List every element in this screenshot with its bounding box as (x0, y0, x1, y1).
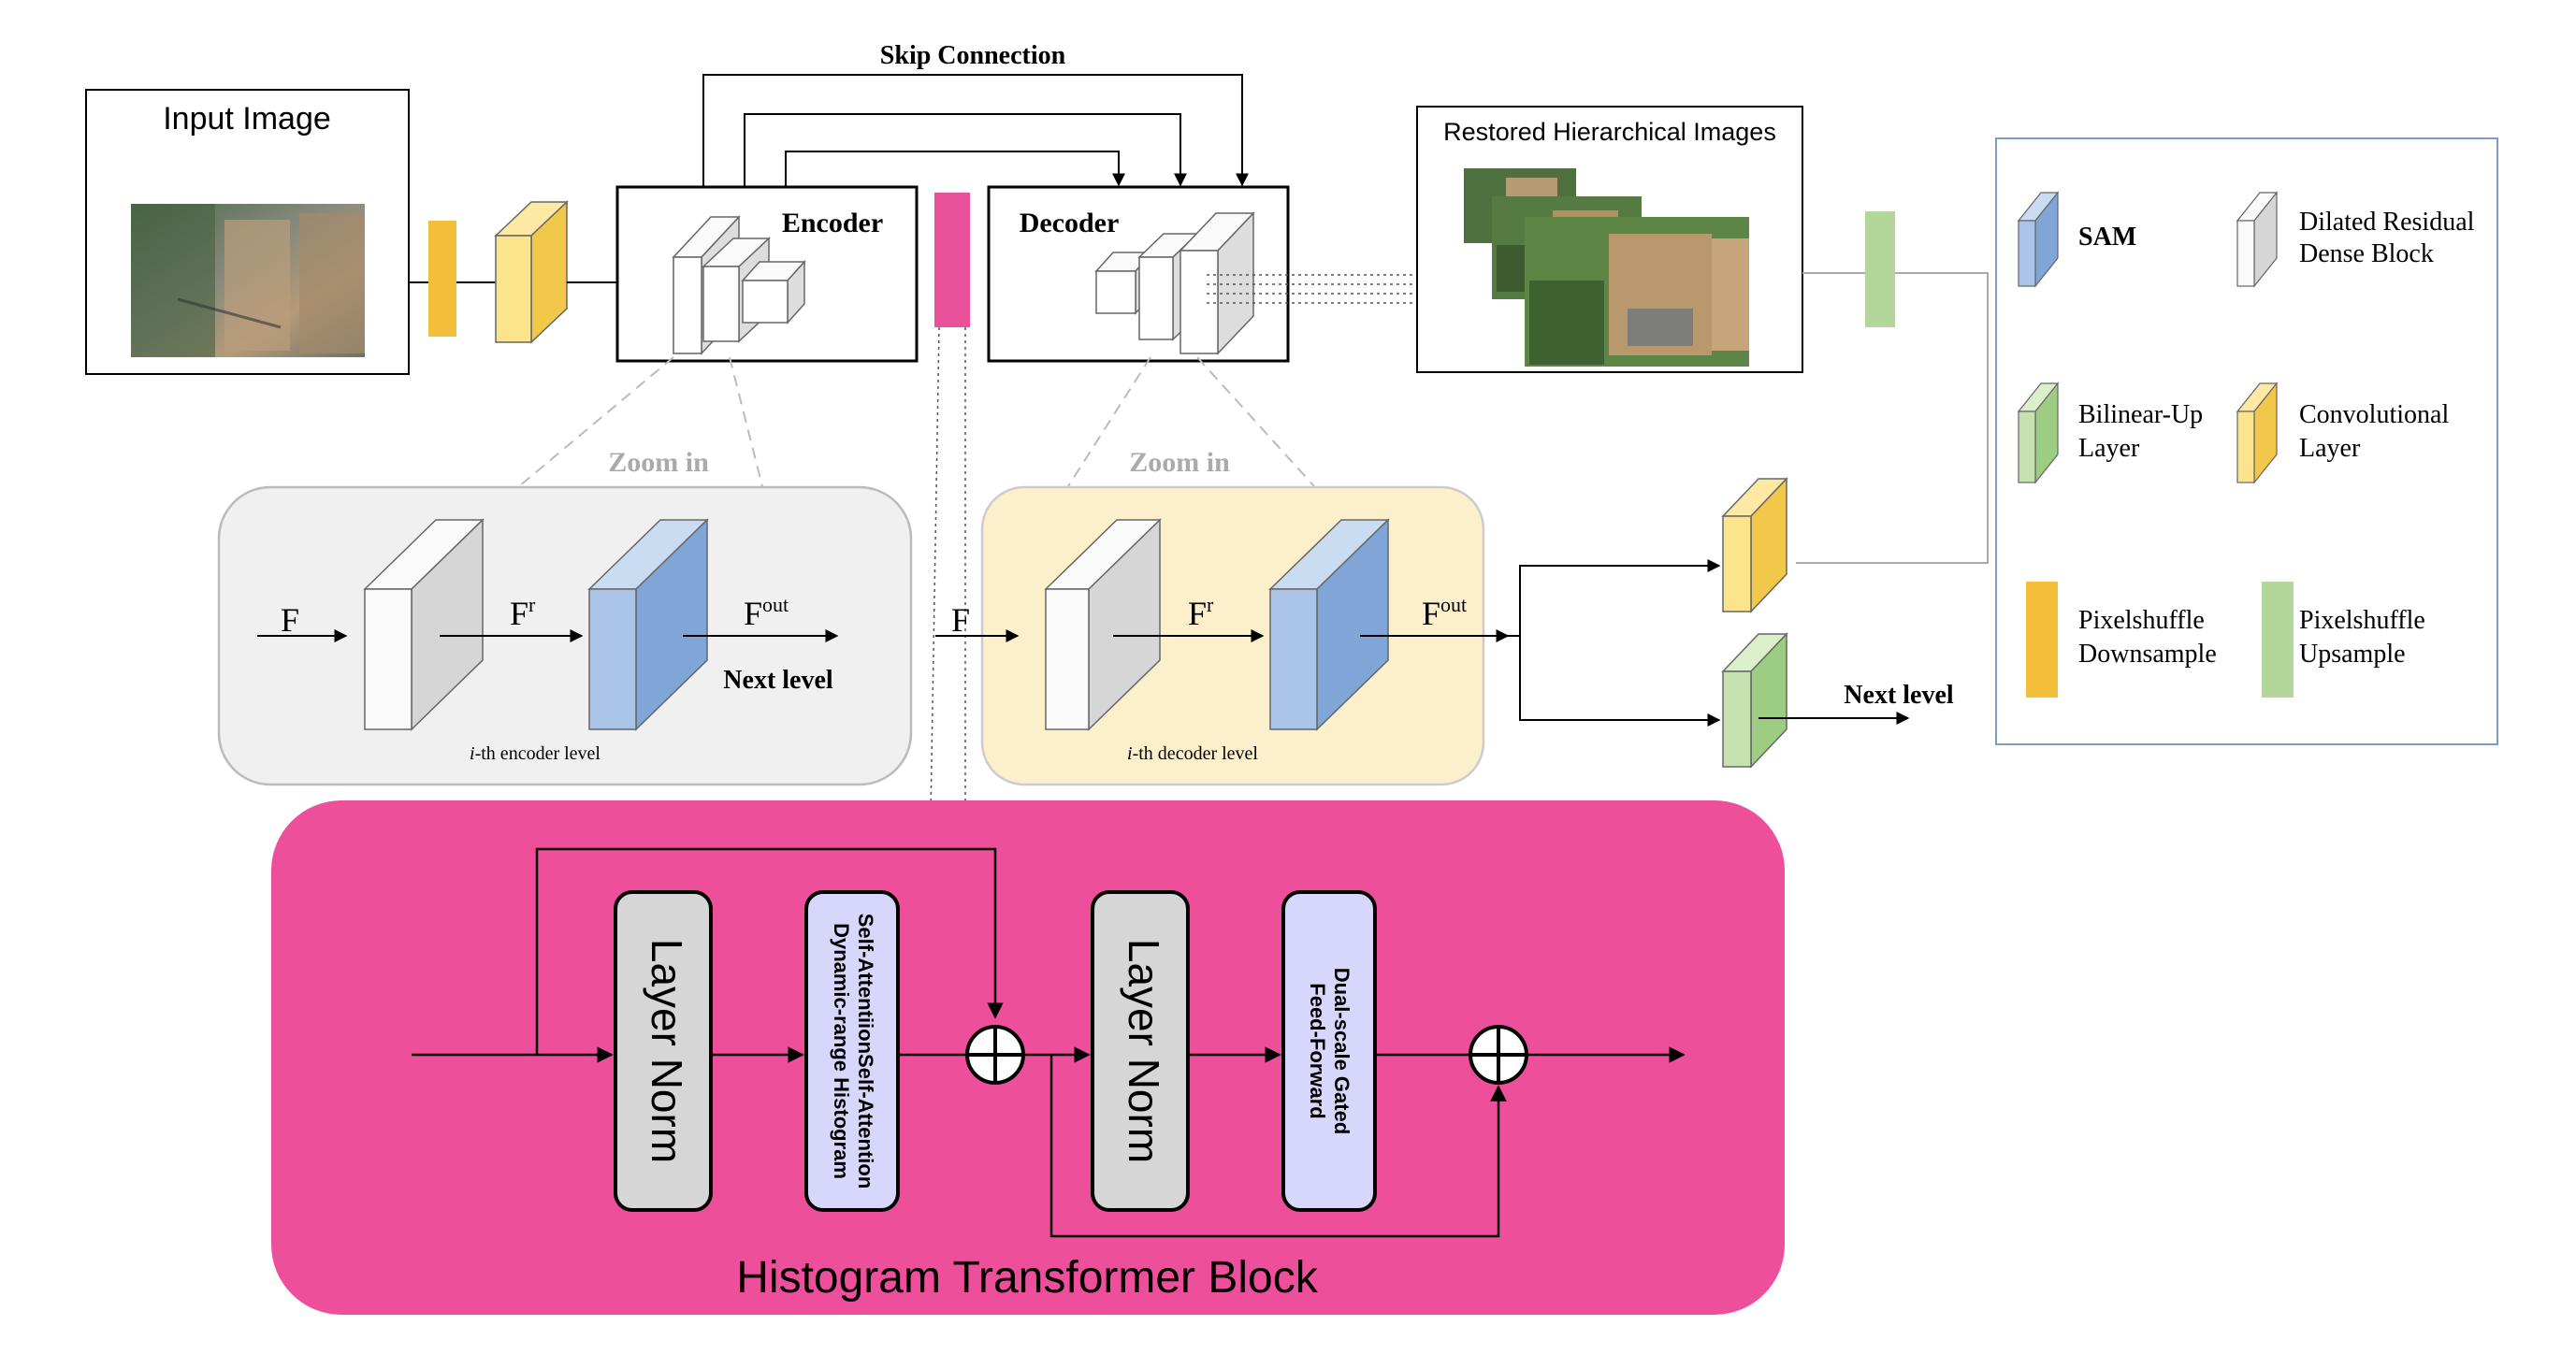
encoder-zoom-panel: F Fr Fout Next level i-th encoder level (217, 485, 913, 786)
legend-down-line2: Downsample (2078, 640, 2217, 669)
restored-image-large (1525, 217, 1749, 367)
encoder-sam-block (587, 518, 709, 731)
restored-dotted-lines (1207, 274, 1417, 304)
skip-connection-label: Skip Connection (880, 41, 1066, 70)
layer-norm-2: Layer Norm (1091, 890, 1190, 1212)
legend-down-line1: Pixelshuffle (2078, 606, 2205, 635)
encoder-fr-label: Fr (510, 593, 536, 632)
attention-label-line1: Dynamic-range Histogram (830, 923, 853, 1179)
legend-drdb-line1: Dilated Residual (2299, 208, 2475, 237)
input-image-panel: Input Image (85, 89, 410, 375)
legend-bilinear-line1: Bilinear-Up (2078, 400, 2203, 429)
decoder-fr-label: Fr (1188, 593, 1214, 632)
rainy-input-photo (131, 204, 365, 357)
decoder-zoom-panel: F Fr Fout i-th decoder level (935, 485, 1510, 786)
pixelshuffle-downsample-bar (428, 221, 456, 337)
ffn-label-line1: Dual-scale Gated (1330, 968, 1353, 1135)
dual-scale-gated-ffn: Dual-scale Gated Feed-Forward (1281, 890, 1377, 1212)
encoder-box: Encoder (615, 185, 919, 363)
legend-bilinear-icon (2017, 382, 2060, 484)
histogram-transformer-block: Layer Norm Dynamic-range Histogram Self-… (271, 800, 1785, 1315)
histogram-self-attention: Dynamic-range Histogram Self-AttentiionS… (804, 890, 900, 1212)
residual-add-2 (1469, 1025, 1528, 1085)
legend-bilinear-line2: Layer (2078, 434, 2140, 463)
htb-title: Histogram Transformer Block (736, 1253, 1318, 1303)
decoder-fout-label: Fout (1422, 593, 1467, 632)
legend-sam-label: SAM (2078, 223, 2136, 252)
output-conv-layer (1721, 477, 1788, 613)
layer-norm-1-label: Layer Norm (643, 939, 691, 1163)
convolutional-layer-block (494, 200, 569, 344)
decoder-box: Decoder (987, 185, 1290, 363)
encoder-fout-label: Fout (744, 593, 789, 632)
restored-images-panel: Restored Hierarchical Images (1416, 106, 1803, 373)
output-bilinear-up-layer (1721, 632, 1788, 769)
legend-conv-icon (2236, 382, 2279, 484)
encoder-zoom-label: Zoom in (608, 447, 709, 478)
attention-label-line2: Self-AttentiionSelf-Attention (854, 914, 877, 1189)
encoder-cube-small (741, 260, 806, 324)
bottleneck-dotted-lines (930, 326, 966, 814)
output-branch: Next level (1508, 477, 1954, 769)
decoder-zoom-label: Zoom in (1129, 447, 1230, 478)
encoder-input-f-label: F (281, 601, 299, 639)
legend-sam-icon (2017, 191, 2060, 288)
residual-add-1 (965, 1025, 1025, 1085)
legend-up-line2: Upsample (2299, 640, 2406, 669)
encoder-level-caption: i-th encoder level (470, 743, 601, 764)
legend-conv-line2: Layer (2299, 434, 2361, 463)
legend-up-line1: Pixelshuffle (2299, 606, 2425, 635)
zoom-dashed-lines (518, 356, 1315, 487)
decoder-label: Decoder (1020, 208, 1120, 238)
output-next-level-label: Next level (1844, 681, 1954, 710)
pixelshuffle-upsample-bar (1865, 211, 1895, 327)
ffn-label-line2: Feed-Forward (1306, 983, 1329, 1118)
skip-connections: Skip Connection (702, 41, 1249, 187)
decoder-input-f-label: F (951, 601, 970, 639)
decoder-cube-large (1179, 211, 1255, 355)
layer-norm-2-label: Layer Norm (1120, 939, 1168, 1163)
legend-conv-line1: Convolutional (2299, 400, 2449, 429)
encoder-drdb-block (363, 518, 485, 731)
decoder-sam-block (1268, 518, 1390, 731)
restored-images-title: Restored Hierarchical Images (1443, 118, 1776, 146)
legend-panel: SAM Dilated Residual Dense Block Bilinea… (1995, 137, 2498, 745)
encoder-label: Encoder (782, 208, 883, 238)
legend-drdb-icon (2236, 191, 2279, 288)
decoder-drdb-block (1044, 518, 1162, 731)
legend-downsample-swatch (2026, 582, 2058, 698)
decoder-level-caption: i-th decoder level (1127, 743, 1258, 764)
input-image-title: Input Image (163, 101, 331, 137)
legend-upsample-swatch (2262, 582, 2294, 698)
layer-norm-1: Layer Norm (614, 890, 713, 1212)
legend-drdb-line2: Dense Block (2299, 239, 2434, 268)
histogram-transformer-bottleneck (934, 193, 970, 327)
encoder-next-level-label: Next level (723, 666, 833, 695)
